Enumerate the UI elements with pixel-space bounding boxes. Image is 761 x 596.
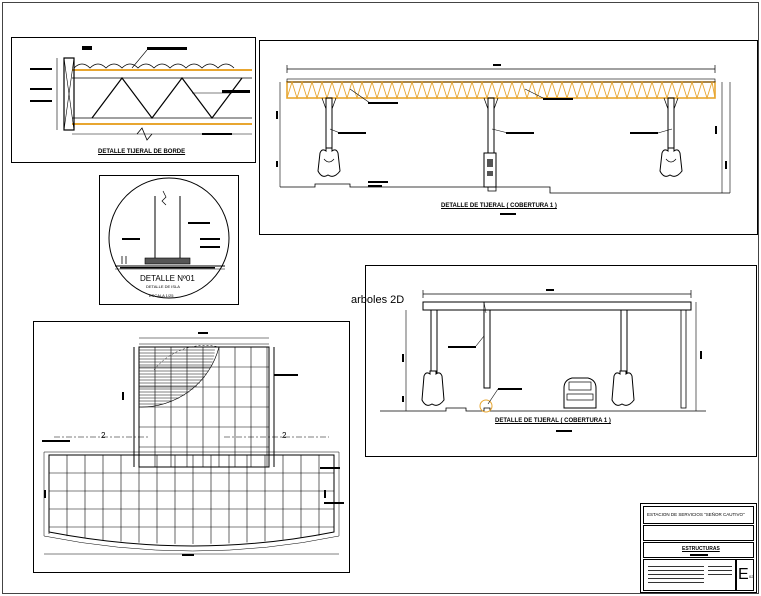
title-block-sheet-title-cell: ESTRUCTURAS	[643, 542, 754, 558]
title-block-sheet-title-sub	[690, 554, 708, 556]
title-block-blank-cell	[643, 525, 754, 541]
truss-cover-bottom-drawing	[380, 289, 706, 413]
title-block-project: ESTACION DE SERVICIOS "SEÑOR CAUTIVO"	[647, 512, 745, 517]
title-block-sheet-code: E	[738, 566, 749, 583]
plan-section-marker-left: 2	[101, 431, 106, 440]
title-block-sheet-number: 02	[749, 574, 754, 579]
plan-section-marker-right: 2	[282, 431, 287, 440]
truss-cover-bottom-caption: DETALLE DE TIJERAL ( COBERTURA 1 )	[495, 418, 611, 424]
detail-01-drawing	[108, 177, 230, 299]
title-block: ESTACION DE SERVICIOS "SEÑOR CAUTIVO" ES…	[640, 503, 757, 593]
title-block-info-lines	[648, 566, 704, 586]
truss-cover-top-frame: DETALLE DE TIJERAL ( COBERTURA 1 )	[259, 40, 758, 235]
truss-cover-bottom-frame: DETALLE DE TIJERAL ( COBERTURA 1 )	[365, 265, 757, 457]
title-block-project-cell: ESTACION DE SERVICIOS "SEÑOR CAUTIVO"	[643, 506, 754, 524]
floating-label-arboles: arboles 2D	[351, 294, 405, 306]
title-block-sheet-code-cell: E 02	[736, 559, 754, 591]
detail-01-caption: DETALLE Nº01	[140, 274, 195, 283]
title-block-info-lines-2	[708, 566, 732, 576]
detail-01-subcaption: DETALLE DE ISLA	[146, 284, 180, 289]
detail-edge-truss-caption: DETALLE TIJERAL DE BORDE	[98, 149, 186, 155]
detail-edge-truss-drawing	[30, 46, 252, 141]
detail-edge-truss-frame: DETALLE TIJERAL DE BORDE	[11, 37, 256, 163]
truss-cover-top-scale-bar	[500, 213, 516, 215]
detail-01-frame: DETALLE Nº01 DETALLE DE ISLA ESCALA 1/25	[99, 175, 239, 305]
truss-cover-bottom-scale-bar	[556, 430, 572, 432]
truss-cover-top-caption: DETALLE DE TIJERAL ( COBERTURA 1 )	[441, 203, 557, 209]
title-block-info-cell	[643, 559, 736, 591]
detail-01-scale: ESCALA 1/25	[149, 293, 174, 298]
plan-drawing	[42, 332, 344, 556]
plan-frame: 2 2	[33, 321, 350, 573]
truss-cover-top-drawing	[276, 64, 731, 194]
title-block-sheet-title: ESTRUCTURAS	[682, 546, 720, 552]
